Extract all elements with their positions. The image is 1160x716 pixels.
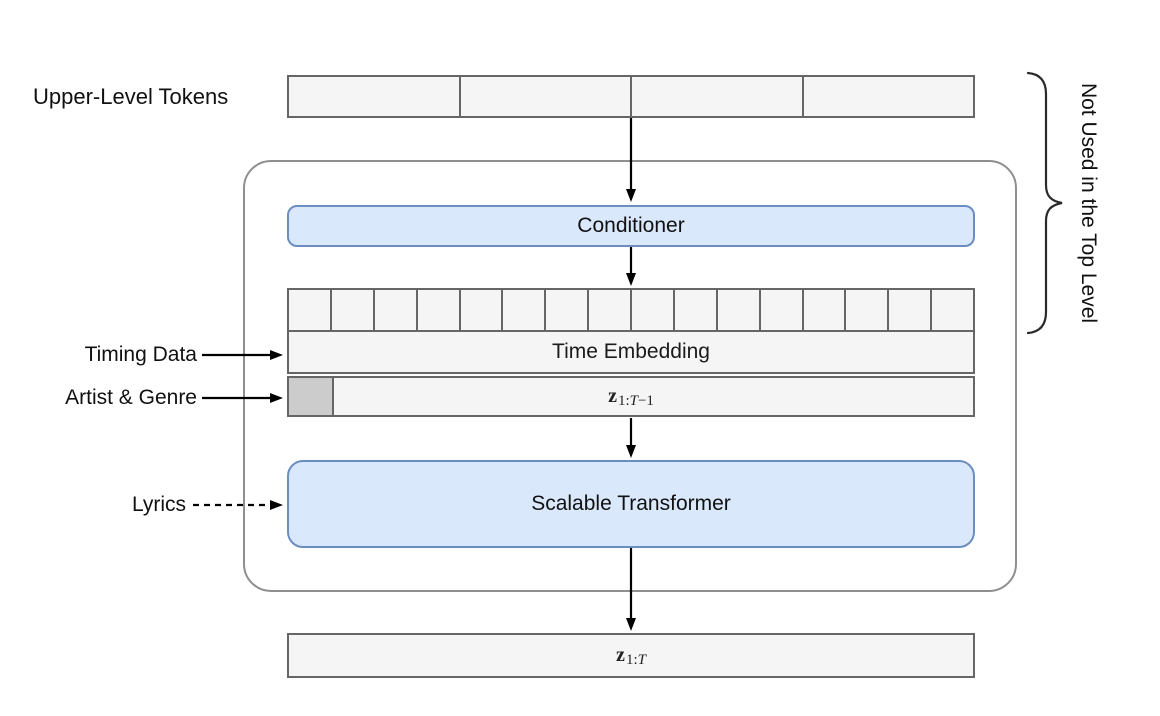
not-used-brace — [1026, 71, 1063, 335]
time-embedding-label: Time Embedding — [552, 340, 710, 363]
token-cell — [503, 290, 547, 330]
z-prev-sub-var: T — [629, 393, 638, 409]
not-used-top-level-label: Not Used in the Top Level — [1077, 82, 1100, 324]
token-cell — [632, 290, 675, 330]
token-cell — [418, 290, 461, 330]
token-cell — [718, 290, 761, 330]
token-cell — [675, 290, 718, 330]
artist-genre-cell — [289, 378, 334, 415]
z-out-sub-pre: 1: — [625, 652, 638, 668]
token-cell — [289, 290, 332, 330]
token-cell — [461, 290, 504, 330]
upper-token-segment — [461, 77, 632, 116]
token-cell — [932, 290, 973, 330]
time-embedding-bar: Time Embedding — [287, 330, 975, 374]
token-cell — [375, 290, 418, 330]
z-out-base: z — [616, 644, 625, 666]
token-cell — [589, 290, 632, 330]
z-prev-sub-pre: 1: — [617, 393, 630, 409]
token-cell — [546, 290, 590, 330]
token-cells-row — [287, 288, 975, 332]
upper-token-segment — [289, 77, 461, 116]
scalable-transformer-label: Scalable Transformer — [531, 492, 731, 515]
upper-token-segment — [804, 77, 974, 116]
scalable-transformer-box: Scalable Transformer — [287, 460, 975, 548]
token-cell — [889, 290, 933, 330]
conditioner-box: Conditioner — [287, 205, 975, 247]
conditioner-label: Conditioner — [577, 214, 685, 237]
lyrics-label: Lyrics — [131, 493, 186, 516]
upper-token-segment — [632, 77, 804, 116]
z-prev-sub-post: −1 — [637, 393, 654, 409]
token-cell — [332, 290, 375, 330]
token-cell — [804, 290, 847, 330]
z-out-sub-var: T — [637, 652, 646, 668]
token-cell — [846, 290, 890, 330]
artist-genre-label: Artist & Genre — [65, 386, 197, 409]
timing-data-label: Timing Data — [84, 343, 197, 366]
upper-tokens-bar — [287, 75, 975, 118]
upper-level-tokens-label: Upper-Level Tokens — [33, 84, 229, 109]
z-prev-base: z — [608, 385, 617, 407]
token-cell — [761, 290, 804, 330]
